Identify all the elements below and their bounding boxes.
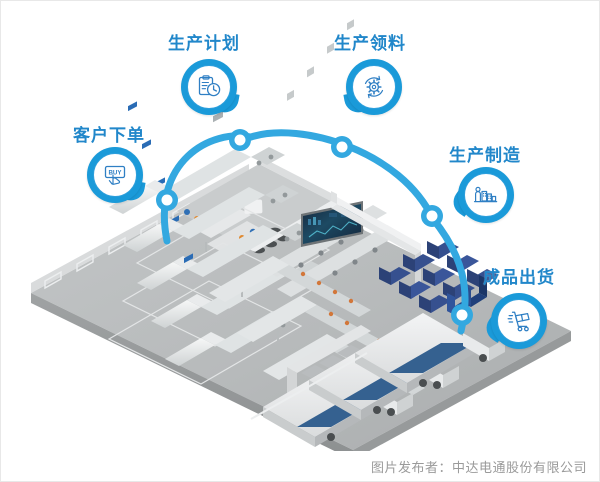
factory-scene — [31, 19, 571, 456]
step-label-material-picking: 生产领料 — [334, 34, 406, 53]
gear-cycle-icon — [364, 75, 384, 99]
buy-button-icon: BUY — [104, 165, 126, 185]
footer-bar: 图片发布者：中达电通股份有限公司 — [1, 451, 599, 481]
pin-disc — [464, 173, 508, 217]
pin-disc — [497, 299, 541, 343]
pin-disc — [187, 65, 231, 109]
factory-worker-icon — [474, 186, 498, 203]
step-pin-manufacturing[interactable] — [448, 167, 514, 223]
step-label-customer-order: 客户下单 — [73, 126, 145, 145]
hand-truck-box-icon — [507, 311, 530, 332]
step-pin-customer-order[interactable]: BUY — [87, 147, 146, 203]
pin-disc — [352, 65, 396, 109]
pin-disc: BUY — [93, 153, 137, 197]
clipboard-clock-icon — [198, 75, 221, 97]
publisher-credit: 图片发布者：中达电通股份有限公司 — [370, 459, 587, 475]
step-label-shipment: 成品出货 — [483, 268, 555, 287]
svg-text:BUY: BUY — [108, 169, 122, 176]
step-pin-material-picking[interactable] — [343, 59, 402, 115]
step-label-manufacturing: 生产制造 — [449, 146, 521, 165]
step-pin-production-plan[interactable] — [181, 59, 240, 115]
step-pin-shipment[interactable] — [481, 293, 547, 349]
step-label-production-plan: 生产计划 — [168, 34, 240, 53]
